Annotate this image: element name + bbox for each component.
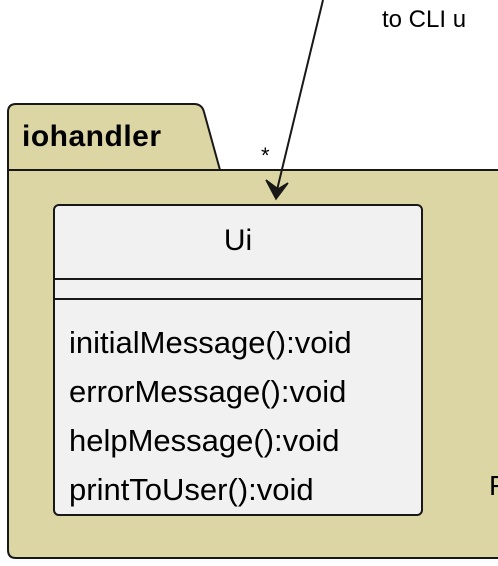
method-item: errorMessage():void	[69, 374, 347, 409]
arrowhead-icon	[265, 179, 289, 201]
association-edge	[276, 0, 324, 191]
class-fields-divider	[55, 298, 421, 300]
package-name: iohandler	[22, 120, 162, 153]
method-list: initialMessage():void errorMessage():voi…	[69, 318, 352, 514]
class-name-divider	[55, 278, 421, 280]
class-box-ui: Ui initialMessage():void errorMessage():…	[53, 204, 423, 516]
multiplicity-label: *	[261, 143, 270, 168]
method-item: initialMessage():void	[69, 325, 352, 360]
method-item: printToUser():void	[69, 472, 314, 507]
method-item: helpMessage():void	[69, 423, 340, 458]
edge-label: to CLI u	[382, 6, 467, 33]
package-tab	[7, 103, 222, 171]
class-name: Ui	[223, 224, 253, 257]
cropped-text-fragment: F	[489, 470, 498, 501]
